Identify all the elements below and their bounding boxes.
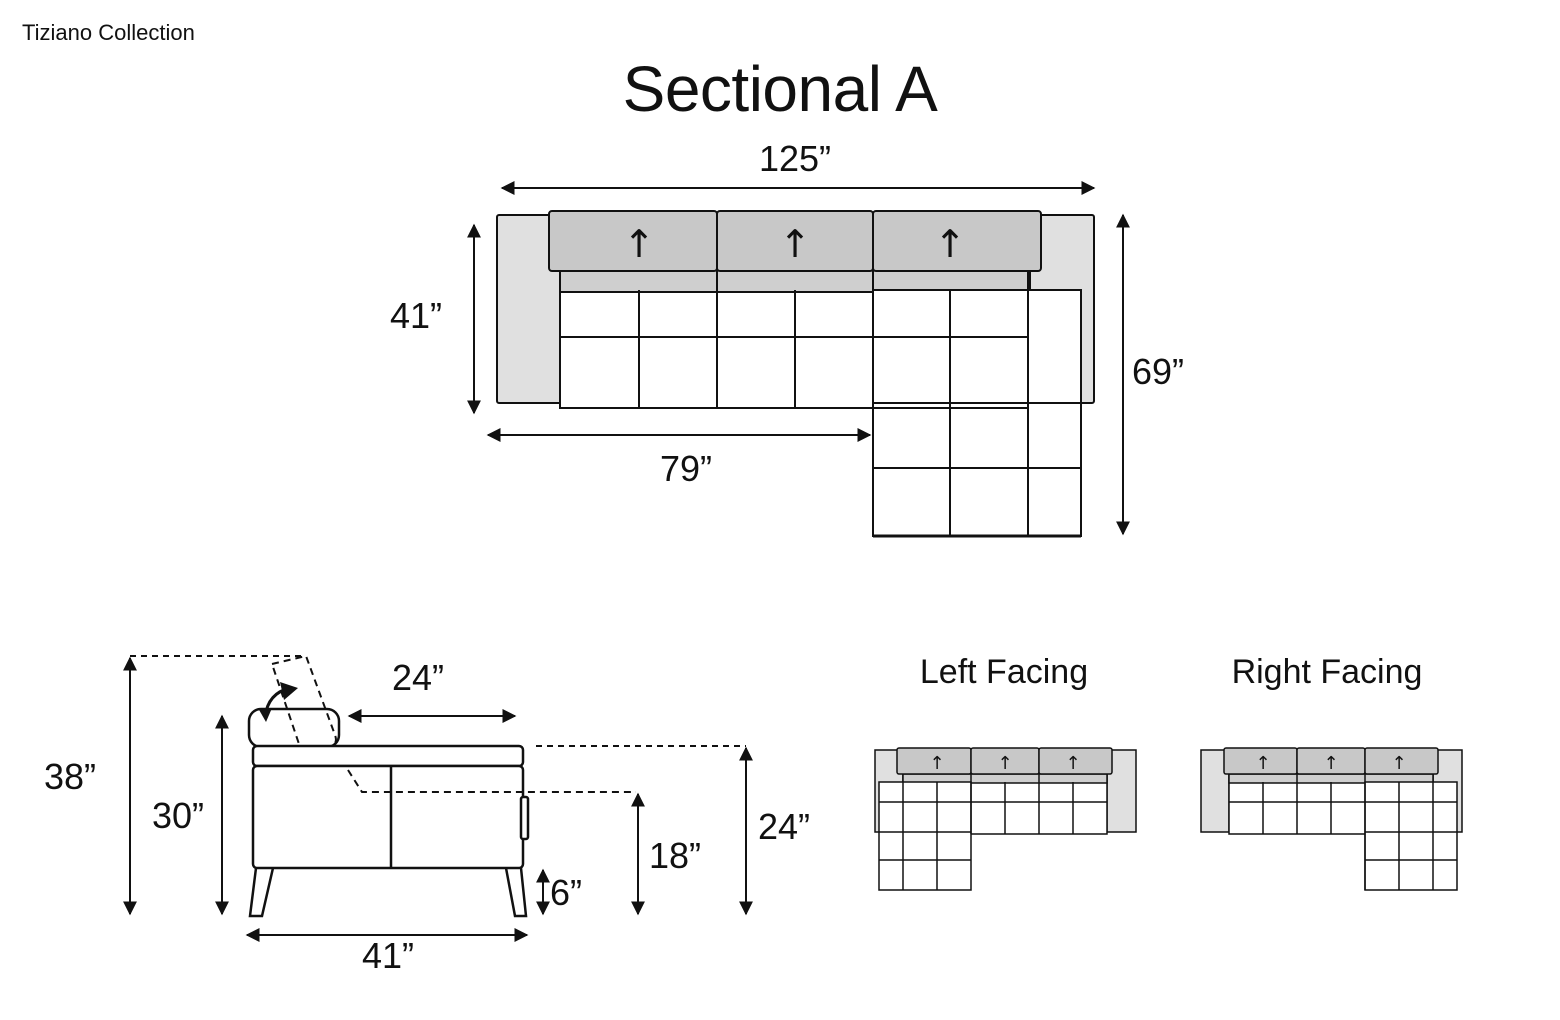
left-facing-label: Left Facing <box>920 653 1088 691</box>
dim-chaise-depth: 69” <box>1132 351 1184 392</box>
dim-depth: 41” <box>390 295 442 336</box>
dim-back-height: 38” <box>44 756 96 797</box>
left-facing-diagram <box>874 747 1137 891</box>
side-view <box>247 654 636 918</box>
cushion-arrow-icon: ↑ <box>934 222 966 266</box>
back-cushion-3 <box>872 210 1042 272</box>
dim-length: 79” <box>660 448 712 489</box>
page-title: Sectional A <box>622 53 938 125</box>
dim-arm-height: 30” <box>152 795 204 836</box>
recline-arrowhead-icon <box>280 682 298 700</box>
side-seat-cushion <box>251 744 525 768</box>
cushion-arrow-icon: ↑ <box>929 753 944 774</box>
leg-left <box>248 867 275 918</box>
recline-arrowtail-icon <box>258 708 272 722</box>
cushion-arrows: ↑ ↑ ↑ <box>623 222 966 266</box>
dim-seat-height: 18” <box>649 835 701 876</box>
right-facing-label: Right Facing <box>1232 653 1423 691</box>
cushion-arrow-icon: ↑ <box>1391 753 1406 774</box>
dim-back-to-seat: 24” <box>758 806 810 847</box>
cushion-arrow-icon: ↑ <box>779 222 811 266</box>
cushion-arrow-icon: ↑ <box>997 753 1012 774</box>
dim-leg-height: 6” <box>550 872 582 913</box>
cushion-arrow-icon: ↑ <box>1323 753 1338 774</box>
top-view <box>496 210 1095 538</box>
leg-right <box>504 867 528 918</box>
dim-overall-width: 125” <box>759 138 831 179</box>
brand-name: Tiziano Collection <box>22 20 195 45</box>
cushion-arrow-icon: ↑ <box>623 222 655 266</box>
right-facing-diagram <box>1200 747 1463 891</box>
dim-seat-depth: 24” <box>392 657 444 698</box>
cushion-arrow-icon: ↑ <box>1065 753 1080 774</box>
cushion-arrow-icon: ↑ <box>1255 753 1270 774</box>
side-body <box>251 764 525 870</box>
dim-side-depth: 41” <box>362 935 414 976</box>
